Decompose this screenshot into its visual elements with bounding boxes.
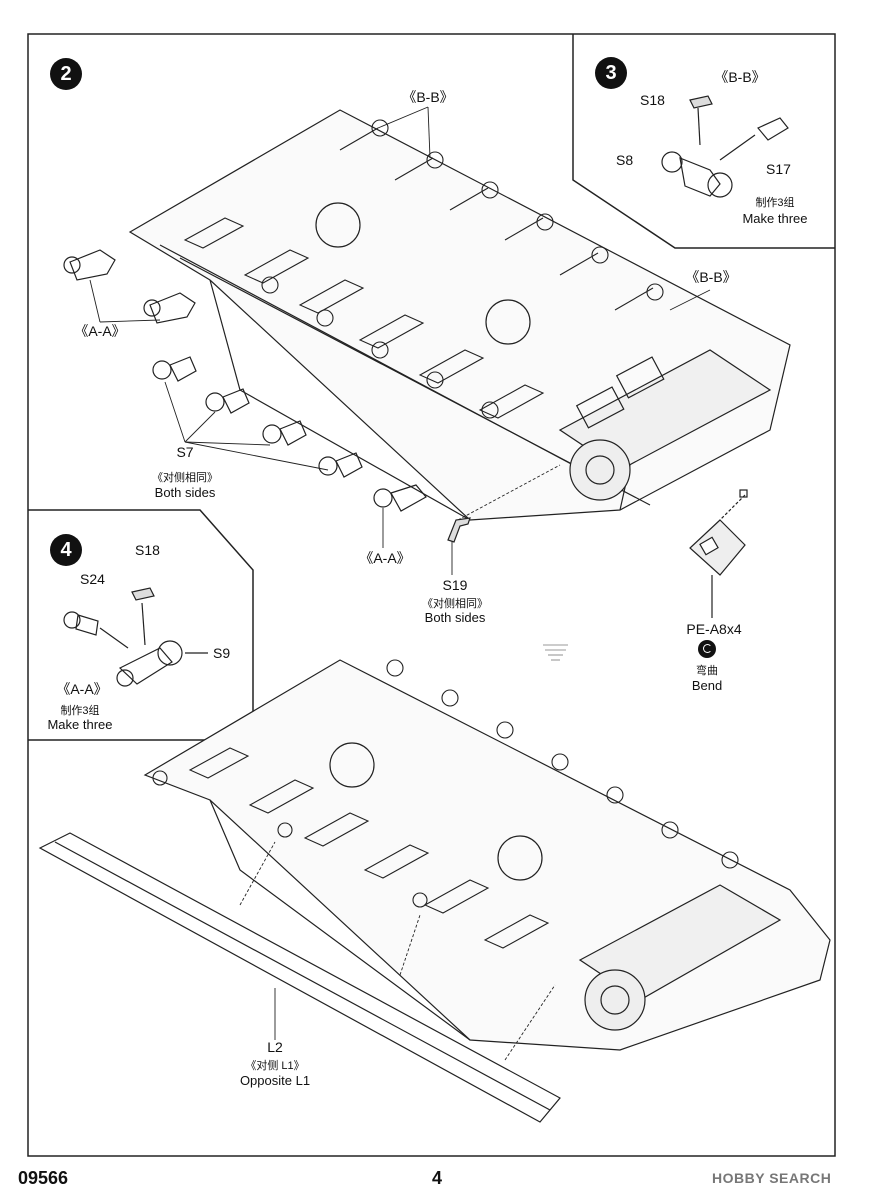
step3-parts (661, 95, 789, 198)
label-s7: S7 (176, 444, 194, 460)
product-code: 09566 (18, 1168, 69, 1188)
label-aa-bottom: 《A-A》 (359, 550, 411, 566)
label-pe: PE-A8x4 (686, 621, 742, 637)
pe-callout (689, 489, 748, 618)
label-l2: L2 (267, 1039, 283, 1055)
step3-panel-border (572, 34, 835, 249)
label-s7-cn: 《对侧相同》 (152, 472, 218, 484)
down-arrow-icon (543, 644, 568, 661)
step4-part-s9: S9 (213, 645, 231, 661)
step-2-badge: 2 (50, 58, 82, 90)
step3-section-label: 《B-B》 (714, 69, 766, 85)
step3-note-cn: 制作3组 (755, 197, 795, 209)
label-s19: S19 (442, 577, 468, 593)
loose-parts-aa-left (63, 249, 196, 324)
label-s19-en: Both sides (424, 610, 486, 625)
step-3-badge: 3 (595, 57, 627, 89)
loose-part-aa-bottom (373, 484, 427, 512)
step3-part-s18: S18 (640, 92, 665, 108)
step3-part-s17: S17 (766, 161, 791, 177)
step4-section-label: 《A-A》 (56, 681, 108, 697)
bend-icon (698, 640, 716, 658)
page-frame (27, 33, 836, 1157)
label-aa-left: 《A-A》 (74, 323, 126, 339)
step4-note-en: Make three (47, 717, 113, 732)
step3-part-s8: S8 (616, 152, 634, 168)
lower-hull-drawing (38, 659, 831, 1123)
step3-note-en: Make three (742, 211, 808, 226)
loose-parts-s7 (152, 356, 363, 478)
step4-note-cn: 制作3组 (60, 705, 100, 717)
label-bb-top: 《B-B》 (402, 89, 454, 105)
step-4-badge: 4 (50, 534, 82, 566)
label-bend-en: Bend (691, 678, 723, 693)
label-bend-cn: 弯曲 (696, 665, 718, 677)
label-s19-cn: 《对侧相同》 (422, 598, 488, 610)
label-bb-right: 《B-B》 (685, 269, 737, 285)
label-l2-en: Opposite L1 (239, 1073, 311, 1088)
watermark: HOBBY SEARCH (712, 1170, 832, 1186)
page-number: 4 (431, 1168, 443, 1188)
step4-panel-border (28, 509, 254, 741)
label-s7-en: Both sides (154, 485, 216, 500)
label-l2-cn: 《对侧 L1》 (245, 1060, 305, 1072)
step4-part-s24: S24 (80, 571, 105, 587)
upper-hull-drawing (63, 106, 791, 575)
step4-part-s18: S18 (135, 542, 160, 558)
step4-parts (63, 587, 208, 687)
l2-plate (38, 832, 561, 1123)
